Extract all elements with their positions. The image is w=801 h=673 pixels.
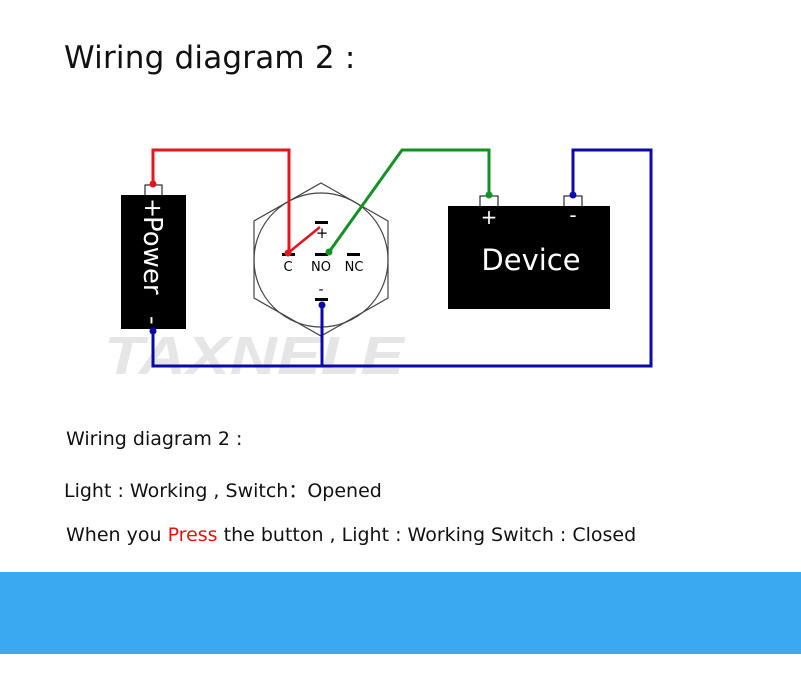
power-minus-label: - — [139, 316, 167, 325]
watermark-text: TAXNELE — [104, 326, 406, 386]
red-wire — [151, 148, 291, 252]
dot-switch-c — [284, 249, 292, 257]
red-switch-contact — [287, 226, 321, 254]
switch-minus-label: - — [318, 282, 323, 298]
power-label: Power — [137, 216, 167, 295]
push-button-switch: + C NO NC - — [253, 182, 389, 337]
dot-switch-no — [325, 248, 333, 256]
switch-no-label: NO — [311, 260, 331, 275]
switch-nc-label: NC — [345, 260, 364, 275]
description-line-3: When you Press the button , Light : Work… — [66, 524, 636, 546]
dot-device-plus — [485, 191, 493, 199]
power-box — [121, 195, 186, 329]
dot-switch-minus — [318, 301, 326, 309]
switch-nc-bar — [347, 253, 360, 256]
wiring-diagram: TAXNELE + Power - + C NO NC - + - Device — [104, 148, 653, 386]
dot-device-minus — [569, 191, 577, 199]
dot-power-minus — [149, 327, 157, 335]
device-label: Device — [481, 243, 580, 277]
device: + - Device — [448, 195, 610, 309]
device-box — [448, 206, 610, 309]
power-plus-label: + — [139, 198, 167, 218]
description-line-3-start: When you — [66, 524, 168, 546]
power-supply: + Power - — [121, 184, 186, 329]
switch-c-label: C — [283, 260, 292, 275]
switch-minus-bar — [315, 298, 328, 301]
switch-plus-label: + — [316, 224, 329, 242]
page-title: Wiring diagram 2 : — [64, 40, 356, 76]
blue-wire-power — [151, 148, 653, 368]
dot-power-plus — [149, 180, 157, 188]
device-minus-label: - — [569, 203, 576, 227]
switch-no-bar — [315, 253, 328, 256]
description-line-2: Light : Working , Switch：Opened — [64, 480, 382, 502]
press-highlight: Press — [167, 524, 218, 546]
device-plus-label: + — [481, 205, 498, 229]
description-line-1: Wiring diagram 2 : — [66, 428, 243, 450]
description-line-3-end: the button , Light : Working Switch : Cl… — [217, 524, 637, 546]
green-wire — [327, 148, 491, 253]
switch-plus-bar — [315, 221, 328, 224]
footer-band — [0, 572, 801, 654]
